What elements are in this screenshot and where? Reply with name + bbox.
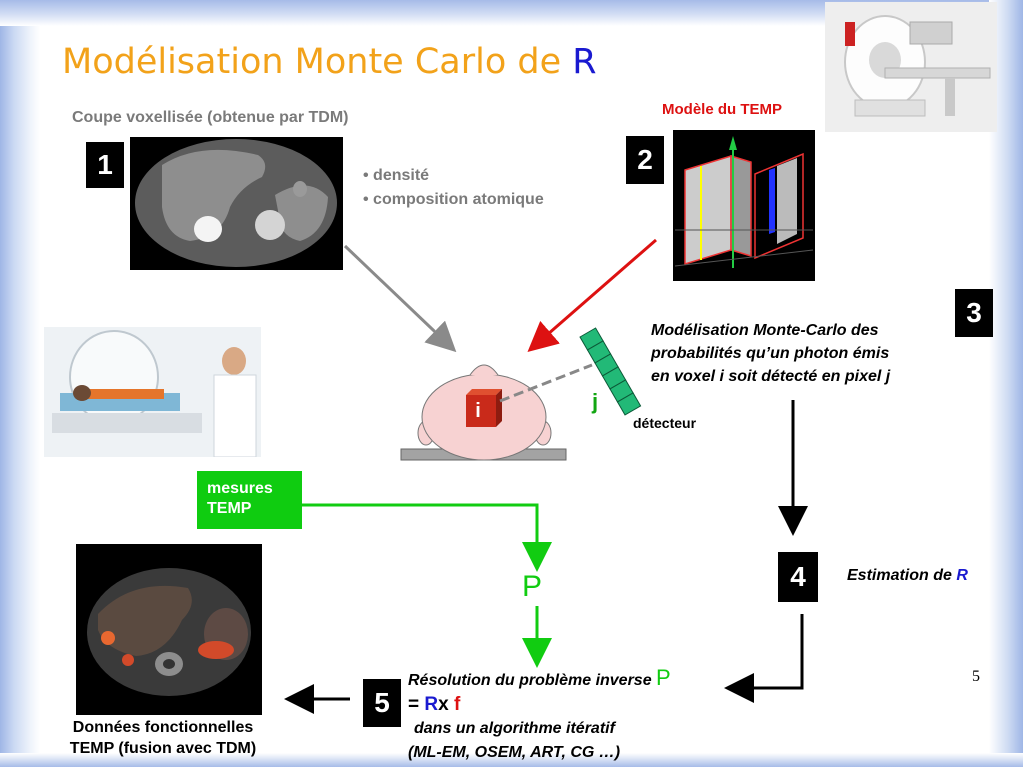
equation-f: f — [453, 694, 461, 715]
equation-prefix: = — [408, 694, 425, 715]
detector-label: détecteur — [633, 415, 697, 431]
equation-r: R — [424, 694, 439, 715]
voxel-properties-list: densité composition atomique — [363, 164, 544, 212]
step-1-badge: 1 — [86, 142, 124, 188]
step-3-description: Modélisation Monte-Carlo des probabilité… — [651, 319, 890, 388]
pixel-label: j — [591, 389, 598, 414]
inverse-equation: = Rx f — [408, 693, 671, 717]
photon-path-line — [499, 363, 593, 403]
projection-p-label: P — [522, 570, 543, 603]
title-symbol-r: R — [572, 42, 597, 82]
step-2-number: 2 — [637, 144, 653, 175]
property-density: densité — [363, 164, 544, 188]
temp-model-image — [673, 130, 815, 281]
patient-scan-photo — [44, 327, 261, 457]
arrow-measures-to-p — [302, 503, 552, 572]
step-5-badge: 5 — [363, 679, 401, 727]
voxel-label: i — [475, 400, 481, 422]
arrow-step4-to-inverse — [724, 614, 804, 703]
step-3-line-3: en voxel i soit détecté en pixel j — [651, 368, 891, 385]
spect-scanner-photo — [825, 2, 997, 132]
inverse-problem-text: Résolution du problème inverse P = Rx f … — [408, 666, 671, 765]
step-3-line-2: probabilités qu’un photon émis — [651, 345, 890, 362]
step-3-line-1: Modélisation Monte-Carlo des — [651, 322, 879, 339]
temp-model-label: Modèle du TEMP — [662, 101, 782, 118]
functional-fused-image — [76, 544, 262, 715]
measures-temp-box: mesures TEMP — [197, 471, 302, 529]
page-number: 5 — [972, 668, 980, 685]
inverse-line-4: (ML-EM, OSEM, ART, CG …) — [408, 744, 621, 761]
step-3-number: 3 — [966, 297, 982, 328]
title-text: Modélisation Monte Carlo de — [62, 42, 562, 82]
step-1-number: 1 — [97, 149, 113, 180]
estimation-symbol-r: R — [956, 567, 968, 584]
measures-line-1: mesures — [207, 480, 273, 497]
measures-line-2: TEMP — [207, 500, 252, 517]
functional-caption-line-2: TEMP (fusion avec TDM) — [69, 740, 257, 757]
voxel-cube — [466, 389, 502, 427]
inverse-line-1: Résolution du problème inverse P — [408, 666, 671, 693]
step-4-number: 4 — [790, 561, 806, 592]
step-4-badge: 4 — [778, 552, 818, 602]
estimation-label: Estimation de R — [847, 567, 968, 585]
inverse-title: Résolution du problème inverse — [408, 672, 657, 689]
detector-array — [579, 327, 642, 416]
ct-caption: Coupe voxellisée (obtenue par TDM) — [72, 109, 349, 126]
ct-voxel-slice-image — [130, 137, 343, 270]
inverse-p-symbol: P — [656, 665, 671, 690]
slide-frame-left — [0, 0, 40, 767]
functional-caption: Données fonctionnelles TEMP (fusion avec… — [40, 717, 286, 759]
step-3-badge: 3 — [955, 289, 993, 337]
patient-nose — [469, 364, 499, 376]
property-atomic-composition: composition atomique — [363, 188, 544, 212]
estimation-text: Estimation de — [847, 567, 957, 584]
slide-title: Modélisation Monte Carlo de R — [62, 42, 597, 82]
inverse-line-3: dans un algorithme itératif — [414, 720, 615, 737]
slide-frame-bottom — [0, 753, 1023, 767]
step-5-number: 5 — [374, 687, 390, 718]
equation-x: x — [438, 694, 454, 715]
head-voxel-detector-diagram: i j détecteur — [400, 327, 697, 461]
functional-caption-line-1: Données fonctionnelles — [72, 719, 254, 736]
step-2-badge: 2 — [626, 136, 664, 184]
